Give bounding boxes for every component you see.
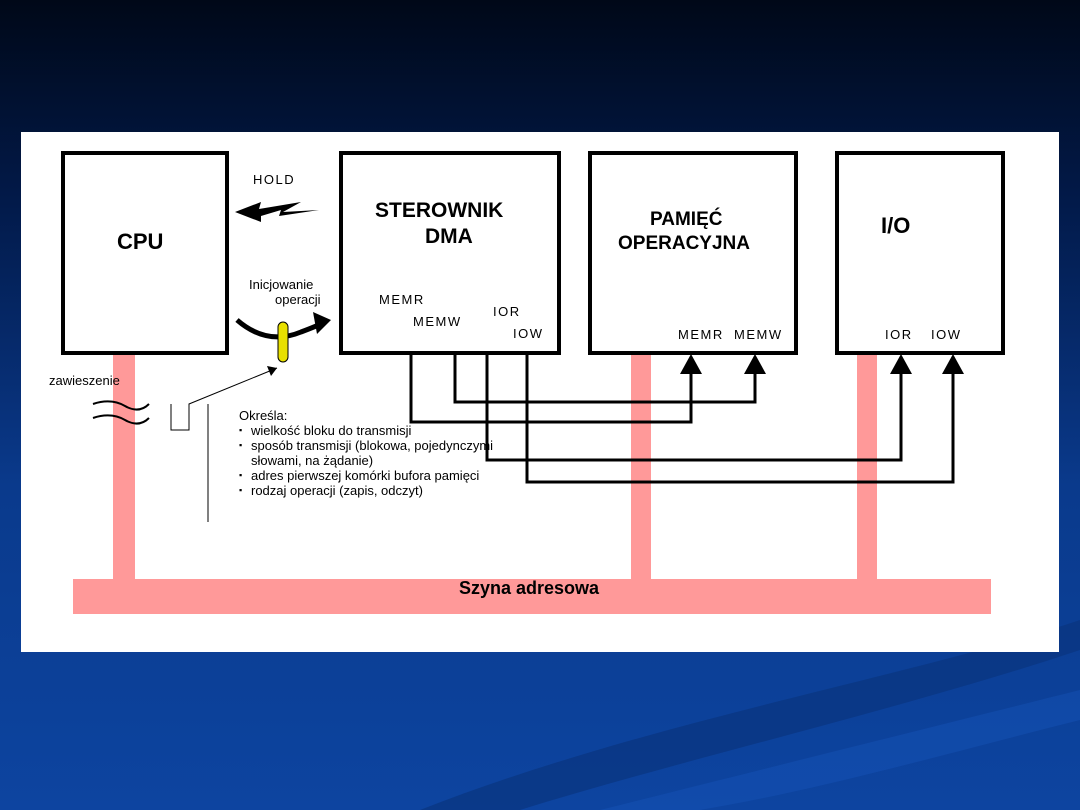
dma-label-2: DMA	[425, 225, 473, 248]
diagram-panel: CPU STEROWNIK DMA MEMR MEMW IOR IOW PAMI…	[21, 132, 1059, 652]
memory-memw: MEMW	[734, 327, 783, 342]
io-label: I/O	[881, 213, 911, 238]
bus-label: Szyna adresowa	[459, 578, 600, 598]
io-box: I/O IOR IOW	[835, 151, 1005, 355]
notes-item: sposób transmisji (blokowa, pojedynczymi…	[239, 438, 529, 468]
notes-item: wielkość bloku do transmisji	[239, 423, 529, 438]
bus-drop-cpu	[113, 354, 135, 580]
notes-item: adres pierwszej komórki bufora pamięci	[239, 468, 529, 483]
memory-memr: MEMR	[678, 327, 724, 342]
io-ior: IOR	[885, 327, 913, 342]
dma-box: STEROWNIK DMA MEMR MEMW IOR IOW	[339, 151, 561, 355]
pointer-pin-icon	[277, 321, 289, 363]
notes-heading: Określa:	[239, 408, 288, 423]
init-label-2: operacji	[275, 292, 321, 307]
dma-memw: MEMW	[413, 314, 462, 329]
init-label-1: Inicjowanie	[249, 277, 314, 292]
dma-ior: IOR	[493, 304, 521, 319]
control-arrowheads	[680, 354, 964, 374]
dma-iow: IOW	[513, 326, 544, 341]
io-iow: IOW	[931, 327, 962, 342]
suspend-label: zawieszenie	[49, 373, 120, 388]
diagram-graphics	[73, 202, 991, 614]
dma-memr: MEMR	[379, 292, 425, 307]
init-arrow-icon	[235, 312, 331, 340]
hold-arrow-icon	[235, 202, 319, 222]
hold-label: HOLD	[253, 172, 296, 187]
cpu-box: CPU	[61, 151, 229, 355]
memory-box: PAMIĘĆ OPERACYJNA MEMR MEMW	[588, 151, 798, 355]
cpu-label: CPU	[117, 229, 164, 254]
bus-drop-io	[857, 354, 877, 580]
notes-item: rodzaj operacji (zapis, odczyt)	[239, 483, 529, 498]
address-bus	[73, 579, 991, 614]
control-lines	[409, 354, 955, 484]
memory-label-2: OPERACYJNA	[618, 233, 750, 254]
memory-label-1: PAMIĘĆ	[650, 209, 723, 230]
notes-list: wielkość bloku do transmisji sposób tran…	[239, 423, 529, 498]
suspend-break-icon	[92, 400, 150, 425]
bus-drop-memory	[631, 354, 651, 580]
dma-label-1: STEROWNIK	[375, 199, 504, 222]
pointer-line	[170, 367, 278, 431]
